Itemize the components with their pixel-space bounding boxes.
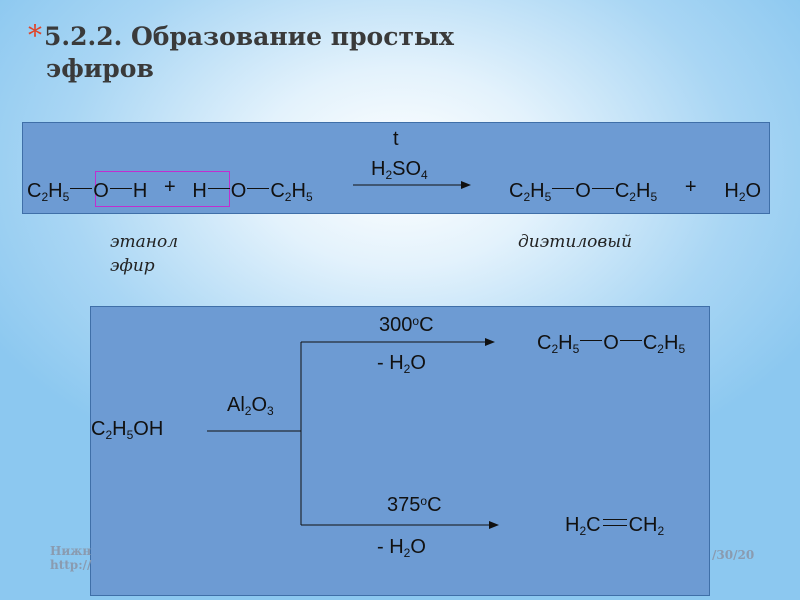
label-diethyl: диэтиловый (518, 232, 633, 252)
label-ether: эфир (110, 256, 155, 276)
reaction-2-branch-lines (207, 338, 499, 529)
title-line-2: эфиров (46, 54, 154, 83)
footer-left-line-1: Нижн (50, 544, 92, 558)
reaction-2-reactant: C2H5OH (91, 418, 164, 442)
slide-title: *5.2.2. Образование простых эфиров (28, 20, 548, 85)
bond-line (552, 188, 575, 189)
reaction-1-catalyst: H2SO4 (371, 158, 428, 182)
bullet-star-icon: * (28, 19, 42, 52)
bond-line (619, 340, 642, 341)
upper-minus-water: - H2O (377, 352, 426, 376)
upper-temperature: 300oC (379, 314, 434, 336)
footer-left-line-2: http:// (50, 558, 92, 572)
label-ethanol: этанол (110, 232, 179, 252)
bond-line (207, 188, 230, 189)
bond-line (247, 188, 270, 189)
bond-line (109, 188, 132, 189)
bond-line (591, 188, 614, 189)
title-line-1: 5.2.2. Образование простых (44, 22, 454, 51)
bond-line (580, 340, 603, 341)
highlight-water-forming-atoms (95, 171, 230, 207)
bond-line (70, 188, 93, 189)
reaction-1-temperature: t (393, 128, 399, 150)
double-bond (602, 519, 627, 526)
reaction-1-arrow (353, 181, 471, 189)
footer-date: /30/20 (712, 548, 755, 562)
reaction-2-catalyst: Al2O3 (227, 394, 274, 418)
lower-minus-water: - H2O (377, 536, 426, 560)
lower-temperature: 375oC (387, 494, 442, 516)
